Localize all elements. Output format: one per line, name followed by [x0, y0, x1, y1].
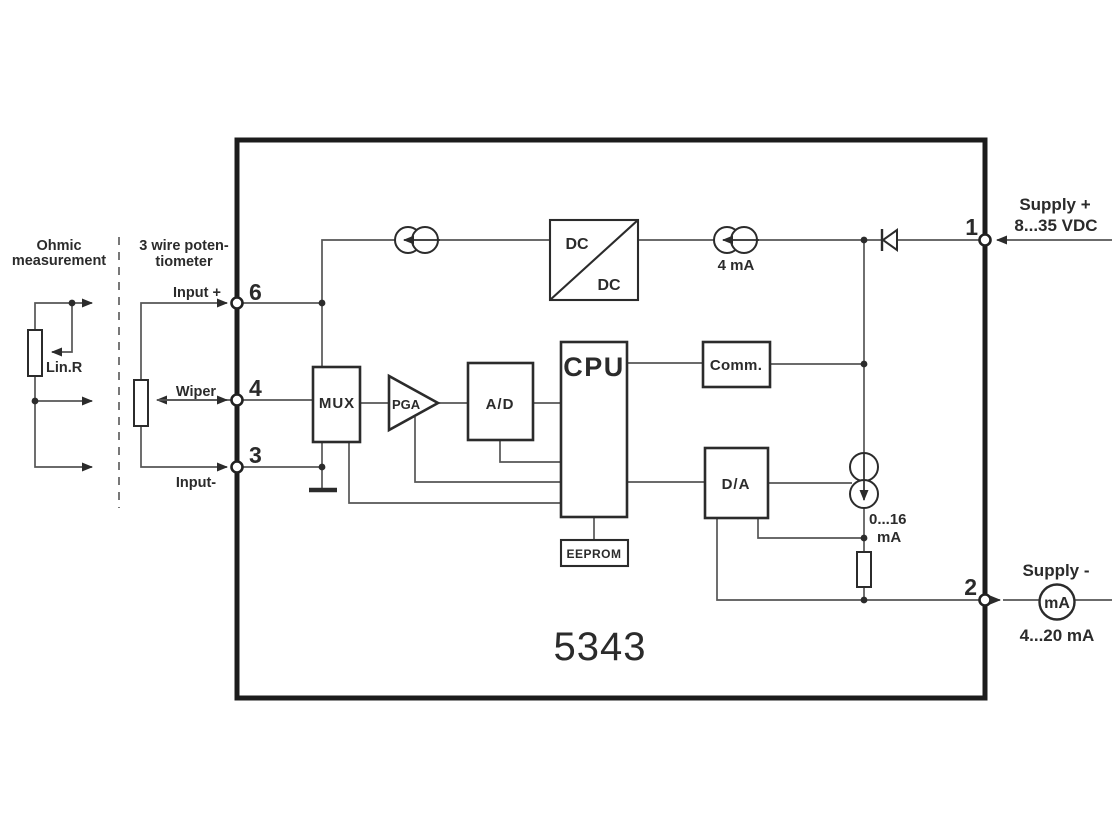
- ohmic-resistor-label: Lin.R: [46, 360, 83, 376]
- terminal-2: [978, 593, 992, 607]
- supply-plus-label-line2: 8...35 VDC: [1014, 216, 1097, 235]
- potentiometer-resistor-symbol: [133, 379, 149, 427]
- junction-dot: [860, 236, 868, 244]
- junction-dot: [860, 534, 868, 542]
- terminal-2-number: 2: [964, 574, 977, 600]
- current-source-icon: [394, 226, 440, 254]
- junction-dot: [31, 397, 39, 405]
- wiper-label: Wiper: [176, 384, 217, 400]
- cpu-block: [559, 340, 629, 519]
- dcdc-label-top: DC: [565, 236, 589, 253]
- input-minus-label: Input-: [176, 475, 216, 491]
- current-4ma-label: 4 mA: [718, 257, 755, 274]
- wire: [34, 298, 93, 331]
- terminal-1-number: 1: [965, 214, 978, 240]
- adc-block: [466, 361, 535, 442]
- wire-pga-feedback: [414, 417, 561, 483]
- dcdc-label-bottom: DC: [597, 277, 621, 294]
- dac-block: [703, 446, 770, 520]
- junction-dot: [860, 596, 868, 604]
- junction-dot: [318, 299, 326, 307]
- current-source-output-icon: [849, 452, 879, 509]
- wire: [51, 303, 73, 357]
- wire-mux-feedback: [348, 442, 561, 504]
- pga-label: PGA: [392, 397, 421, 412]
- output-current-range-line1: 0...16: [869, 511, 907, 528]
- mux-label: MUX: [319, 395, 355, 412]
- eeprom-block: [559, 538, 630, 568]
- output-range-label: 4...20 mA: [1020, 626, 1095, 645]
- milliammeter-icon: mA: [1038, 583, 1076, 621]
- wire-adc-feedback: [499, 440, 561, 463]
- wire: [34, 375, 93, 472]
- wire-input-minus: [140, 425, 228, 472]
- terminal-4-number: 4: [249, 375, 262, 401]
- ohmic-title-line2: measurement: [12, 253, 106, 269]
- terminal-6-number: 6: [249, 279, 262, 305]
- pot-title-line2: tiometer: [155, 254, 213, 270]
- wire: [716, 518, 981, 601]
- junction-dot: [68, 299, 76, 307]
- adc-label: A/D: [486, 396, 515, 413]
- output-current-range-line2: mA: [877, 529, 901, 546]
- eeprom-label: EEPROM: [566, 547, 621, 561]
- dac-label: D/A: [722, 476, 751, 493]
- dcdc-converter-block: DC DC: [548, 218, 640, 302]
- mux-block: [311, 365, 362, 444]
- device-outline: [234, 137, 988, 701]
- pga-block: [387, 373, 441, 433]
- ohmic-resistor-symbol: [27, 329, 43, 377]
- terminal-3-number: 3: [249, 442, 262, 468]
- pot-title-line1: 3 wire poten-: [139, 238, 229, 254]
- wire-dac-feedback: [757, 518, 864, 539]
- terminal-6: [230, 296, 244, 310]
- wire: [321, 239, 552, 303]
- milliammeter-label: mA: [1044, 595, 1070, 612]
- wire-input-plus: [140, 298, 228, 381]
- terminal-4: [230, 393, 244, 407]
- comm-block: [701, 340, 772, 389]
- supply-minus-label: Supply -: [1022, 561, 1089, 580]
- input-plus-label: Input +: [173, 285, 221, 301]
- cpu-label: CPU: [563, 352, 625, 382]
- comm-label: Comm.: [710, 357, 762, 374]
- junction-dot: [860, 360, 868, 368]
- device-model-label: 5343: [554, 625, 647, 669]
- supply-plus-label-line1: Supply +: [1019, 195, 1090, 214]
- resistor-icon: [856, 551, 872, 588]
- diode-icon: [880, 228, 898, 252]
- terminal-1: [978, 233, 992, 247]
- current-source-4ma-icon: [713, 226, 759, 254]
- ohmic-title-line1: Ohmic: [36, 238, 81, 254]
- junction-dot: [318, 463, 326, 471]
- terminal-3: [230, 460, 244, 474]
